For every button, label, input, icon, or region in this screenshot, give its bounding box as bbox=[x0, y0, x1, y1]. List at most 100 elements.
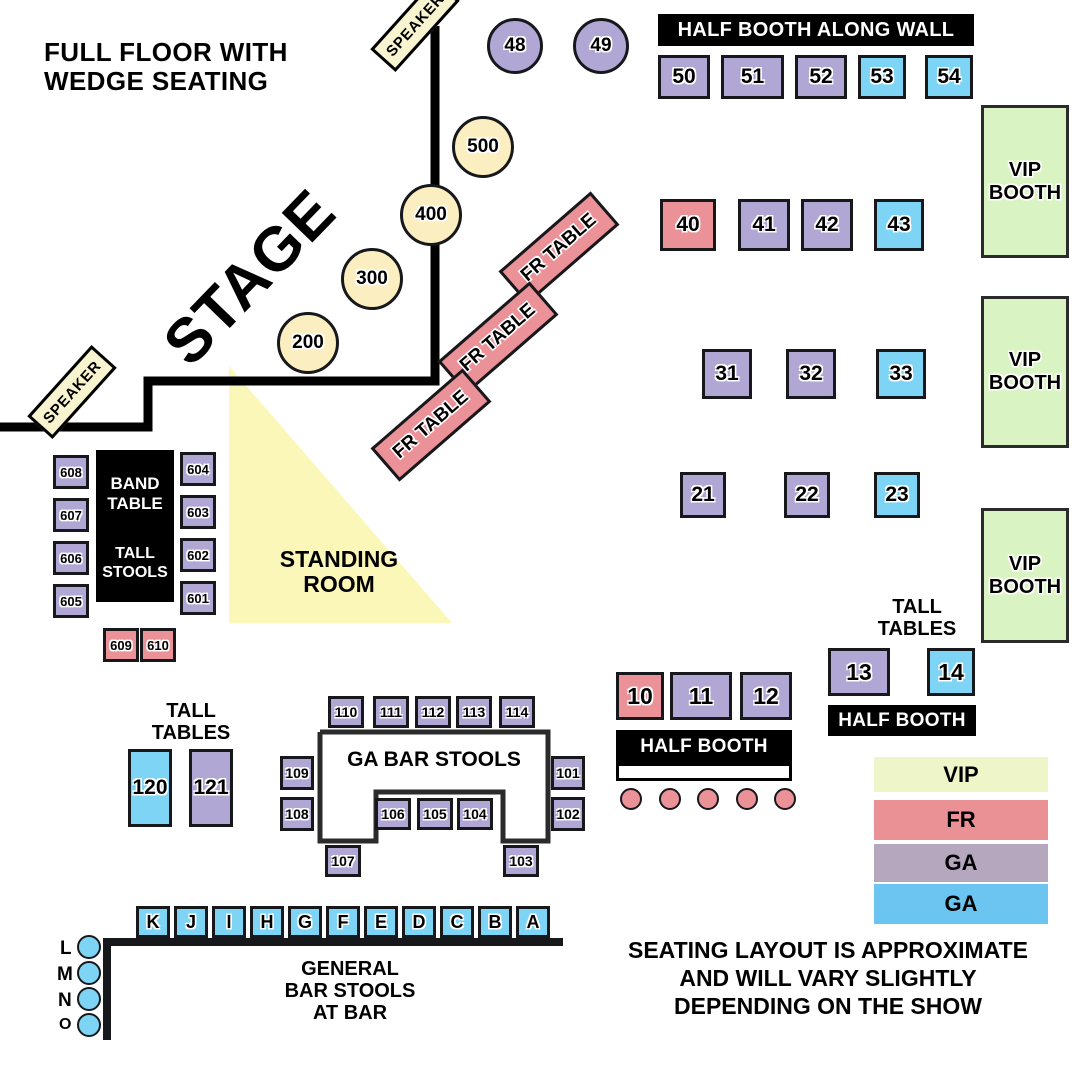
seat-105[interactable]: 105 bbox=[417, 798, 453, 830]
seat-label: 604 bbox=[187, 461, 209, 477]
seat-106[interactable]: 106 bbox=[375, 798, 411, 830]
bar-seat-I[interactable]: I bbox=[212, 906, 246, 938]
seat-41[interactable]: 41 bbox=[738, 199, 790, 251]
seat-54[interactable]: 54 bbox=[925, 55, 973, 99]
bar-seat-H[interactable]: H bbox=[250, 906, 284, 938]
seat-label: 121 bbox=[193, 776, 229, 799]
bar-seat-M[interactable] bbox=[77, 961, 101, 985]
seat-601[interactable]: 601 bbox=[180, 581, 216, 615]
seat-50[interactable]: 50 bbox=[658, 55, 710, 99]
seat-604[interactable]: 604 bbox=[180, 452, 216, 486]
seat-label: 107 bbox=[331, 853, 355, 869]
seat-label: 109 bbox=[285, 765, 309, 781]
seat-circle-48[interactable]: 48 bbox=[487, 18, 543, 74]
seat-label: 14 bbox=[938, 658, 964, 685]
seat-114[interactable]: 114 bbox=[499, 696, 535, 728]
seat-11[interactable]: 11 bbox=[670, 672, 732, 720]
seat-102[interactable]: 102 bbox=[551, 797, 585, 831]
stool-dot[interactable] bbox=[620, 788, 642, 810]
seat-circle-49[interactable]: 49 bbox=[573, 18, 629, 74]
speaker-bottom: SPEAKER bbox=[27, 344, 117, 440]
seat-23[interactable]: 23 bbox=[874, 472, 920, 518]
bar-seat-J[interactable]: J bbox=[174, 906, 208, 938]
seat-609[interactable]: 609 bbox=[103, 628, 139, 662]
fr-table-1[interactable]: FR TABLE bbox=[498, 191, 620, 305]
seat-104[interactable]: 104 bbox=[457, 798, 493, 830]
vip-booth-label: VIP BOOTH bbox=[988, 349, 1062, 394]
seat-610[interactable]: 610 bbox=[140, 628, 176, 662]
wedge-circle-500[interactable]: 500 bbox=[452, 116, 514, 178]
seat-33[interactable]: 33 bbox=[876, 349, 926, 399]
seat-21[interactable]: 21 bbox=[680, 472, 726, 518]
seat-109[interactable]: 109 bbox=[280, 756, 314, 790]
seat-32[interactable]: 32 bbox=[786, 349, 836, 399]
seat-53[interactable]: 53 bbox=[858, 55, 906, 99]
seat-label: 113 bbox=[462, 704, 486, 720]
fr-table-label: FR TABLE bbox=[388, 386, 473, 463]
seat-label: 114 bbox=[505, 704, 529, 720]
stool-dot[interactable] bbox=[774, 788, 796, 810]
stool-dot[interactable] bbox=[697, 788, 719, 810]
wedge-circle-300[interactable]: 300 bbox=[341, 248, 403, 310]
seat-14[interactable]: 14 bbox=[927, 648, 975, 696]
seat-12[interactable]: 12 bbox=[740, 672, 792, 720]
wedge-circle-label: 500 bbox=[467, 136, 499, 157]
bar-seat-L[interactable] bbox=[77, 935, 101, 959]
seat-label: 23 bbox=[885, 483, 909, 506]
seat-label: 41 bbox=[752, 213, 776, 236]
seat-52[interactable]: 52 bbox=[795, 55, 847, 99]
bar-seat-C[interactable]: C bbox=[440, 906, 474, 938]
vip-booth-1[interactable]: VIP BOOTH bbox=[981, 105, 1069, 258]
bar-seat-A[interactable]: A bbox=[516, 906, 550, 938]
seat-121[interactable]: 121 bbox=[189, 749, 233, 827]
seat-label: 21 bbox=[691, 483, 715, 506]
bar-seat-B[interactable]: B bbox=[478, 906, 512, 938]
seat-22[interactable]: 22 bbox=[784, 472, 830, 518]
seat-607[interactable]: 607 bbox=[53, 498, 89, 532]
stool-dot[interactable] bbox=[658, 788, 681, 810]
seat-108[interactable]: 108 bbox=[280, 797, 314, 831]
tall-stools-label: TALL STOOLS bbox=[102, 545, 168, 582]
seat-120[interactable]: 120 bbox=[128, 749, 172, 827]
seat-40[interactable]: 40 bbox=[660, 199, 716, 251]
seat-label: 10 bbox=[627, 682, 653, 709]
seat-107[interactable]: 107 bbox=[325, 845, 361, 877]
seat-605[interactable]: 605 bbox=[53, 584, 89, 618]
seat-label: 602 bbox=[187, 547, 209, 563]
seat-43[interactable]: 43 bbox=[874, 199, 924, 251]
fr-table-3[interactable]: FR TABLE bbox=[370, 368, 492, 482]
seat-10[interactable]: 10 bbox=[616, 672, 664, 720]
wedge-circle-label: 400 bbox=[415, 204, 447, 225]
vip-booth-2[interactable]: VIP BOOTH bbox=[981, 296, 1069, 448]
wedge-circle-400[interactable]: 400 bbox=[400, 184, 462, 246]
seat-13[interactable]: 13 bbox=[828, 648, 890, 696]
seat-112[interactable]: 112 bbox=[415, 696, 451, 728]
bar-seat-E[interactable]: E bbox=[364, 906, 398, 938]
seat-602[interactable]: 602 bbox=[180, 538, 216, 572]
stool-dot[interactable] bbox=[735, 788, 758, 810]
bar-seat-G[interactable]: G bbox=[288, 906, 322, 938]
seat-113[interactable]: 113 bbox=[456, 696, 492, 728]
seat-label: 52 bbox=[809, 65, 833, 88]
seat-110[interactable]: 110 bbox=[328, 696, 364, 728]
vip-booth-3[interactable]: VIP BOOTH bbox=[981, 508, 1069, 643]
seat-606[interactable]: 606 bbox=[53, 541, 89, 575]
seat-label: 108 bbox=[285, 806, 309, 822]
seat-101[interactable]: 101 bbox=[551, 756, 585, 790]
bar-seat-N[interactable] bbox=[77, 987, 101, 1011]
seat-51[interactable]: 51 bbox=[721, 55, 784, 99]
wedge-circle-200[interactable]: 200 bbox=[277, 312, 339, 374]
bar-seat-L-label: L bbox=[60, 938, 72, 959]
bar-seat-D[interactable]: D bbox=[402, 906, 436, 938]
seat-111[interactable]: 111 bbox=[373, 696, 409, 728]
bar-seat-F[interactable]: F bbox=[326, 906, 360, 938]
seat-31[interactable]: 31 bbox=[702, 349, 752, 399]
seat-42[interactable]: 42 bbox=[801, 199, 853, 251]
seat-608[interactable]: 608 bbox=[53, 455, 89, 489]
seat-label: 54 bbox=[937, 65, 961, 88]
bar-seat-K[interactable]: K bbox=[136, 906, 170, 938]
seat-103[interactable]: 103 bbox=[503, 845, 539, 877]
bar-seat-O[interactable] bbox=[77, 1013, 101, 1037]
seat-603[interactable]: 603 bbox=[180, 495, 216, 529]
